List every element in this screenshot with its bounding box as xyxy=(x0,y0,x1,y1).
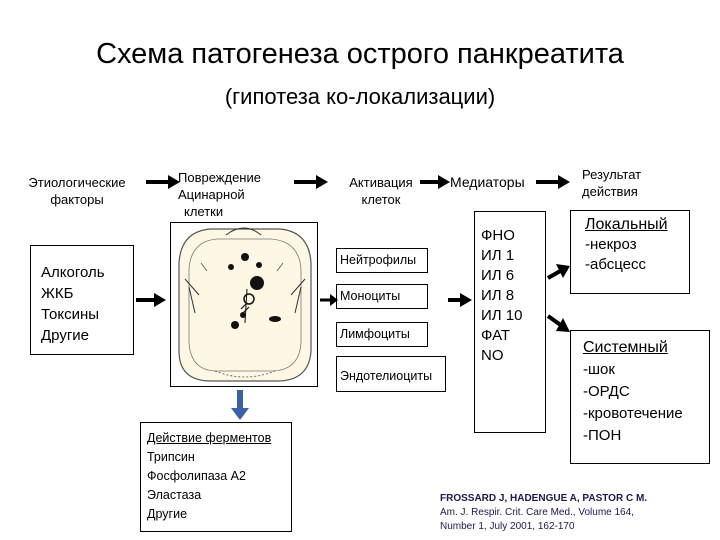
body-arrows xyxy=(136,264,570,332)
local-result-title: Локальный xyxy=(585,216,668,233)
diagram-subtitle: (гипотеза ко-локализации) xyxy=(224,84,496,109)
systemic-result-box: Системный -шок -ОРДС -кровотечение -ПОН xyxy=(570,330,710,464)
cell-box-neutrophils: Нейтрофилы xyxy=(336,248,428,273)
reference-authors: FROSSARD J, HADENGUE A, PASTOR C M. xyxy=(440,493,648,504)
local-result-box: Локальный -некроз -абсцесс xyxy=(570,210,690,294)
systemic-result-title: Системный xyxy=(583,339,668,356)
header-mediators: Медиаторы xyxy=(450,174,525,190)
down-arrow-shaft xyxy=(237,390,243,410)
down-arrow xyxy=(231,390,249,420)
reference: FROSSARD J, HADENGUE A, PASTOR C M. Am. … xyxy=(440,492,710,534)
arrowhead-2 xyxy=(316,175,328,189)
acinar-cell-drawing xyxy=(178,227,312,382)
diagram-title: Схема патогенеза острого панкреатита xyxy=(96,38,624,70)
header-activation: Активация клеток xyxy=(349,175,413,207)
acinar-cell-illustration xyxy=(170,222,318,387)
enzymes-box: Действие ферментов Трипсин Фосфолипаза А… xyxy=(140,422,292,532)
header-result: Результат действия xyxy=(582,167,642,199)
arrowhead-7 xyxy=(460,293,472,307)
cell-box-endotheliocytes: Эндотелиоциты xyxy=(336,356,446,392)
header-damage: Повреждение Ацинарной клетки xyxy=(178,170,261,219)
cell-box-monocytes: Моноциты xyxy=(336,284,428,309)
arrowhead-8 xyxy=(556,264,570,278)
mediators-box: ФНО ИЛ 1 ИЛ 6 ИЛ 8 ИЛ 10 ФАТ NO xyxy=(474,211,546,433)
etiology-box: Алкоголь ЖКБ Токсины Другие xyxy=(30,245,134,355)
reference-journal: Am. J. Respir. Crit. Care Med., Volume 1… xyxy=(440,507,634,518)
enzymes-title: Действие ферментов xyxy=(147,431,272,445)
arrowhead-3 xyxy=(438,175,450,189)
header-arrows xyxy=(146,175,570,189)
arrowhead-4 xyxy=(558,175,570,189)
arrowhead-9 xyxy=(556,318,570,332)
header-etiology: Этиологические факторы xyxy=(28,175,126,207)
arrowhead-5 xyxy=(154,293,166,307)
arrowhead-1 xyxy=(168,175,180,189)
cell-box-lymphocytes: Лимфоциты xyxy=(336,322,428,347)
reference-issue: Number 1, July 2001, 162-170 xyxy=(440,521,575,532)
arrowhead-6 xyxy=(330,294,338,306)
down-arrow-head xyxy=(231,408,249,420)
